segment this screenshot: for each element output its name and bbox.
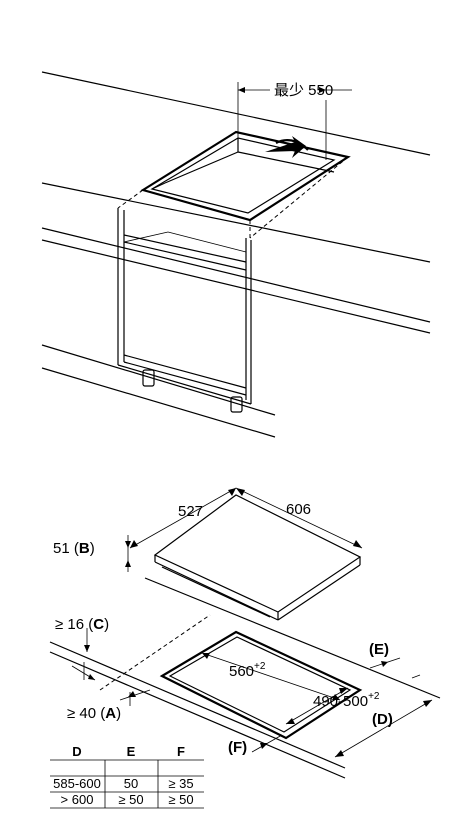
table-cell-r1-d: 585-600 (53, 776, 101, 791)
depth-527-label: 527 (178, 503, 203, 520)
cutout-depth-label: 490-500+2 (313, 691, 380, 710)
min-distance-label: 最少 550 (274, 82, 333, 99)
dimension-table (50, 759, 204, 809)
table-header-d: D (72, 744, 81, 759)
table-cell-r2-f: ≥ 50 (168, 792, 193, 807)
table-cell-r1-e: 50 (124, 776, 138, 791)
hob-illustration (125, 487, 363, 621)
table-cell-r2-e: ≥ 50 (118, 792, 143, 807)
table-header-e: E (127, 744, 136, 759)
e-ref-label: (E) (369, 641, 389, 658)
cutout-width-label: 560+2 (229, 661, 266, 680)
c-distance-label: ≥ 16 (C) (55, 616, 109, 633)
table-header-f: F (177, 744, 185, 759)
worktop-cutout-illustration (49, 577, 441, 779)
height-51-label: 51 (B) (53, 540, 95, 557)
a-distance-label: ≥ 40 (A) (67, 705, 121, 722)
d-ref-label: (D) (372, 711, 393, 728)
table-cell-r2-d: > 600 (61, 792, 94, 807)
f-ref-label: (F) (228, 739, 247, 756)
table-cell-r1-f: ≥ 35 (168, 776, 193, 791)
cabinet-worktop-illustration (41, 71, 431, 438)
width-606-label: 606 (286, 501, 311, 518)
